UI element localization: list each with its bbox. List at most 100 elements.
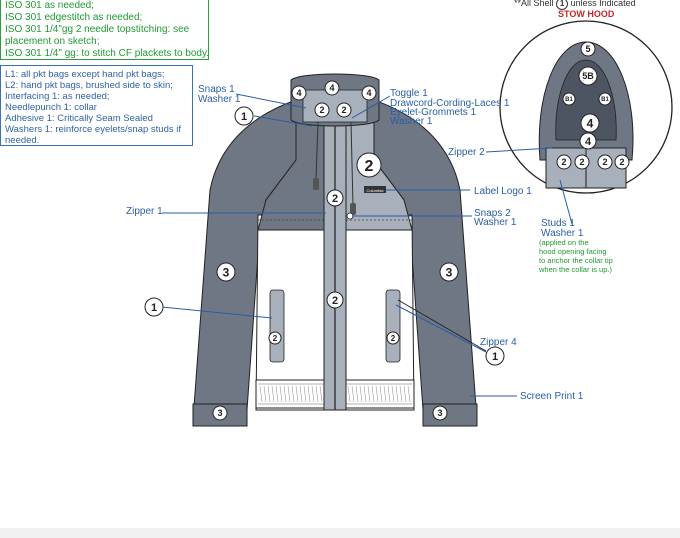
marker-number: 4 [329,83,334,93]
hem-rib-line [407,385,411,403]
callout-washer-top: Washer 1 [198,94,241,105]
hem-rib-line [395,385,399,403]
marker-circle [314,102,330,118]
marker-number: 2 [365,158,374,175]
hem-rib-line [279,385,283,403]
marker-number: B1 [601,97,609,103]
hem-rib-line [307,385,311,403]
stitch-notes-box: ISO 301 as needed; ISO 301 edgestitch as… [0,0,209,60]
hem-rib-line [275,385,279,403]
drawcord-right [350,121,354,206]
toggle-left [313,178,319,190]
marker-number: 3 [223,265,230,279]
marker-circle [432,405,448,421]
leader-zipper4 [397,299,487,352]
marker-circle [579,132,597,150]
hem-rib-line [283,385,287,403]
shell-note-prefix: **All Shell [514,0,554,8]
shell-note: **All Shell 1 unless Indicated [514,0,636,10]
marker-number: 3 [217,408,222,418]
callout-screen-print: Screen Print 1 [520,391,584,402]
hem-rib-line [387,385,391,403]
hem-rib-line [299,385,303,403]
marker-circle [216,262,236,282]
callout-toggle: Toggle 1 [390,88,428,99]
hem-rib-line [375,385,379,403]
hem-rib-line [303,385,307,403]
material-note: L1: all pkt bags except hand pkt bags; [5,69,165,80]
callout-snaps2: Snaps 2 [474,208,511,219]
hem-rib-line [287,385,291,403]
marker-number: 2 [619,157,624,167]
left-sleeve [192,99,297,425]
hem-rib-line [391,385,395,403]
marker-circle [386,331,400,345]
material-notes-box: L1: all pkt bags except hand pkt bags; L… [0,65,193,146]
material-note: Interfacing 1: as needed; [5,91,110,102]
left-pocket-zipper [269,289,285,363]
page-footer-bar [0,528,680,538]
callout-drawcord: Drawcord-Cording-Laces 1 [390,98,510,109]
label-logo [364,186,386,193]
stow-hood-title: STOW HOOD [558,9,615,19]
hem-rib-line [311,385,315,403]
marker-circle [556,154,572,170]
hem-rib-line [371,385,375,403]
marker-circle [326,189,344,207]
hem-rib-line [379,385,383,403]
marker-number: 1 [241,111,247,123]
leader-marker1-top [253,115,313,127]
hem-rib-line [291,385,295,403]
hem-rib-line [399,385,403,403]
marker-circle [324,80,340,96]
marker-number: 2 [561,157,566,167]
hem-rib-line [315,385,319,403]
marker-circle [326,291,344,309]
marker-circle [336,102,352,118]
material-note: L2: hand pkt bags, brushed side to skin; [5,80,173,91]
callout-snaps: Snaps 1 [198,84,235,95]
material-note: Adhesive 1: Critically Seam Sealed [5,113,153,124]
hem-rib-line [351,385,355,403]
marker-circle [578,66,598,86]
callout-label-logo: Label Logo 1 [474,186,532,197]
material-note: Needlepunch 1: collar [5,102,97,113]
hem-rib-line [355,385,359,403]
marker-number: 1 [151,302,157,314]
material-note: needed. [5,135,40,146]
hem-rib-line [267,385,271,403]
marker-circle [597,154,613,170]
leader-pocket-left [161,306,273,319]
right-cuff [422,403,478,427]
marker-number: 2 [273,334,278,343]
callout-washer-eyelet: Washer 1 [390,116,433,127]
marker-circle [598,92,612,106]
stitch-note: ISO 301 as needed; [5,0,94,11]
right-sleeve [373,99,478,425]
marker-circle [485,346,505,366]
hem-rib-line [263,385,267,403]
hem-rib-line [367,385,371,403]
hem-rib-line [271,385,275,403]
marker-number: 2 [602,157,607,167]
shell-note-marker: 1 [556,0,569,10]
hem-rib-line [347,385,351,403]
drawcord-left [315,121,319,181]
stitch-note: ISO 301 1/4"gg 2 needle topstitching: se… [5,24,190,35]
marker-circle [356,152,382,178]
leader-studs [559,179,573,225]
marker-circle [212,405,228,421]
marker-number: 2 [332,193,338,205]
marker-circle [580,41,596,57]
stitch-note: placement on sketch; [5,36,100,47]
marker-number: 2 [341,105,346,115]
studs-note: hood opening facing [539,247,607,256]
marker-number: 4 [587,116,594,130]
marker-circle [291,85,307,101]
toggle-right [350,203,356,215]
marker-number: 4 [585,136,592,148]
leader-pocket-right [395,304,487,353]
callout-studs: Studs 1 [541,218,575,229]
marker-number: 4 [296,88,301,98]
